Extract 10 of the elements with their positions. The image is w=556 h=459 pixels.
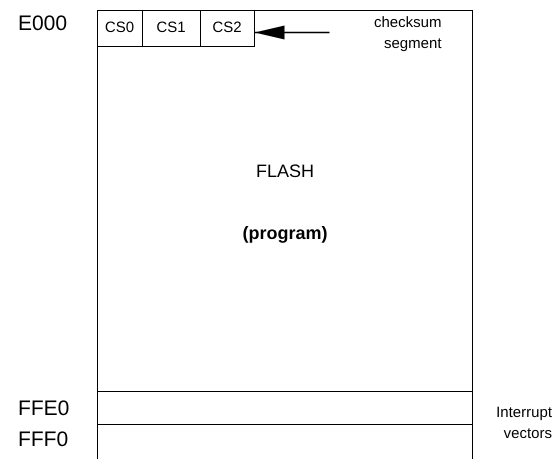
callout-text: checksum segment [330,12,442,54]
address-label: E000 [18,12,68,36]
address-label: FFE0 [18,397,70,421]
memory-region-box [97,10,473,459]
region-subtitle: (program) [242,223,328,244]
arrow [254,26,330,40]
region-title: FLASH [256,161,314,182]
address-label: FFF0 [18,428,68,452]
note-text: Interrupt vectors [495,403,552,444]
checksum-cell: CS2 [200,10,254,46]
